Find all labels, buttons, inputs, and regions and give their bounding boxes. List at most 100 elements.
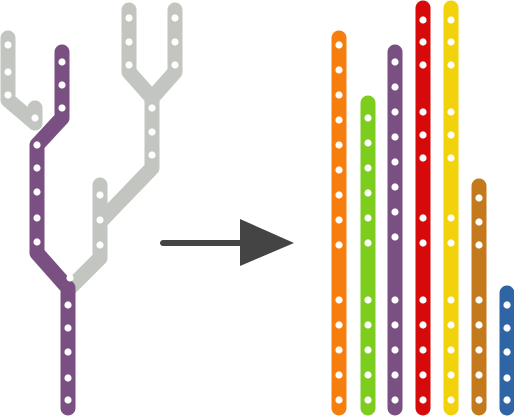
bar-orange-dot bbox=[335, 396, 343, 404]
bar-red-dot bbox=[419, 239, 427, 247]
tree-dot bbox=[64, 301, 72, 309]
bar-red-dot bbox=[419, 154, 427, 162]
tree-branch-mid-stem bbox=[62, 177, 108, 296]
bar-yellow-dot bbox=[447, 296, 455, 304]
bar-yellow-dot bbox=[447, 321, 455, 329]
tree-dot bbox=[96, 191, 104, 199]
bar-orange-dot bbox=[335, 241, 343, 249]
bar-red-dot bbox=[419, 346, 427, 354]
bar-yellow-dot bbox=[447, 131, 455, 139]
branching-tree bbox=[0, 2, 183, 416]
bar-yellow-dot bbox=[447, 346, 455, 354]
bar-purple-dot bbox=[391, 371, 399, 379]
arrow-right-icon bbox=[160, 219, 294, 266]
bar-red-dot bbox=[419, 131, 427, 139]
lineage-bars bbox=[331, 0, 514, 416]
tree-dot bbox=[96, 241, 104, 249]
bar-yellow-dot bbox=[447, 61, 455, 69]
bar-brown-dot bbox=[475, 241, 483, 249]
bar-brown-dot bbox=[475, 296, 483, 304]
bar-red-dot bbox=[419, 214, 427, 222]
bar-red-dot bbox=[419, 296, 427, 304]
bar-brown-dot bbox=[475, 371, 483, 379]
tree-dot bbox=[33, 141, 41, 149]
tree-dot bbox=[64, 324, 72, 332]
bar-purple-dot bbox=[391, 396, 399, 404]
tree-dot bbox=[64, 374, 72, 382]
bar-green-dot bbox=[364, 371, 372, 379]
bar-yellow-dot bbox=[447, 154, 455, 162]
tree-dot bbox=[66, 274, 74, 282]
bar-purple-dot bbox=[391, 321, 399, 329]
tree-dot bbox=[125, 61, 133, 69]
bar-purple-dot bbox=[391, 158, 399, 166]
bar-purple bbox=[387, 44, 403, 416]
tree-branch-right-trunk bbox=[94, 90, 160, 228]
bar-yellow bbox=[443, 0, 459, 416]
bar-orange-dot bbox=[335, 191, 343, 199]
bar-orange-dot bbox=[335, 216, 343, 224]
tree-dot bbox=[58, 58, 66, 66]
bar-yellow-dot bbox=[447, 371, 455, 379]
tree-dot bbox=[4, 91, 12, 99]
bar-orange-dot bbox=[335, 296, 343, 304]
tree-dot bbox=[58, 81, 66, 89]
tree-dot bbox=[171, 61, 179, 69]
bar-red-dot bbox=[419, 371, 427, 379]
bar-blue-dot bbox=[503, 374, 511, 382]
bar-green-dot bbox=[364, 189, 372, 197]
tree-dot bbox=[96, 216, 104, 224]
arrow-head bbox=[240, 219, 294, 266]
tree-branch-right-top-a bbox=[121, 2, 160, 106]
bar-brown-dot bbox=[475, 396, 483, 404]
bar-purple-dot bbox=[391, 208, 399, 216]
tree-dot bbox=[171, 14, 179, 22]
bar-purple-dot bbox=[391, 296, 399, 304]
bar-purple-dot bbox=[391, 346, 399, 354]
bar-blue-dot bbox=[503, 348, 511, 356]
bar-yellow-dot bbox=[447, 38, 455, 46]
tree-branch-right-top-b bbox=[144, 2, 183, 106]
tree-dots bbox=[4, 14, 179, 404]
bar-orange-dot bbox=[335, 66, 343, 74]
bar-purple-dot bbox=[391, 133, 399, 141]
bar-orange-dot bbox=[335, 321, 343, 329]
bar-orange-dot bbox=[335, 346, 343, 354]
bar-red-dot bbox=[419, 321, 427, 329]
bar-purple-dot bbox=[391, 58, 399, 66]
tree-dot bbox=[171, 38, 179, 46]
bar-orange-dot bbox=[335, 371, 343, 379]
tree-dot bbox=[125, 38, 133, 46]
tree-dot bbox=[125, 14, 133, 22]
bar-yellow-dot bbox=[447, 396, 455, 404]
bar-yellow-dot bbox=[447, 239, 455, 247]
bar-brown-dot bbox=[475, 218, 483, 226]
bar-red-dot bbox=[419, 16, 427, 24]
bar-yellow-dot bbox=[447, 214, 455, 222]
bar-green-dot bbox=[364, 239, 372, 247]
bar-orange-dot bbox=[335, 41, 343, 49]
bar-green-dot bbox=[364, 396, 372, 404]
bar-brown bbox=[471, 178, 487, 416]
bar-purple-dot bbox=[391, 183, 399, 191]
bar-red-dot bbox=[419, 108, 427, 116]
bar-brown-dot bbox=[475, 346, 483, 354]
bar-green-dot bbox=[364, 164, 372, 172]
tree-dot bbox=[64, 396, 72, 404]
bar-purple-dot bbox=[391, 233, 399, 241]
bar-red-dot bbox=[419, 61, 427, 69]
bar-yellow-dot bbox=[447, 16, 455, 24]
bar-green-dot bbox=[364, 321, 372, 329]
bar-brown-dot bbox=[475, 194, 483, 202]
bar-orange-dot bbox=[335, 166, 343, 174]
tree-dot bbox=[33, 214, 41, 222]
bar-green bbox=[360, 95, 376, 416]
tree-dot bbox=[33, 188, 41, 196]
tree-dot bbox=[33, 164, 41, 172]
bar-orange-dot bbox=[335, 141, 343, 149]
tree-dot bbox=[58, 104, 66, 112]
bar-green-dot bbox=[364, 214, 372, 222]
bar-orange-dot bbox=[335, 116, 343, 124]
tree-dot bbox=[148, 151, 156, 159]
